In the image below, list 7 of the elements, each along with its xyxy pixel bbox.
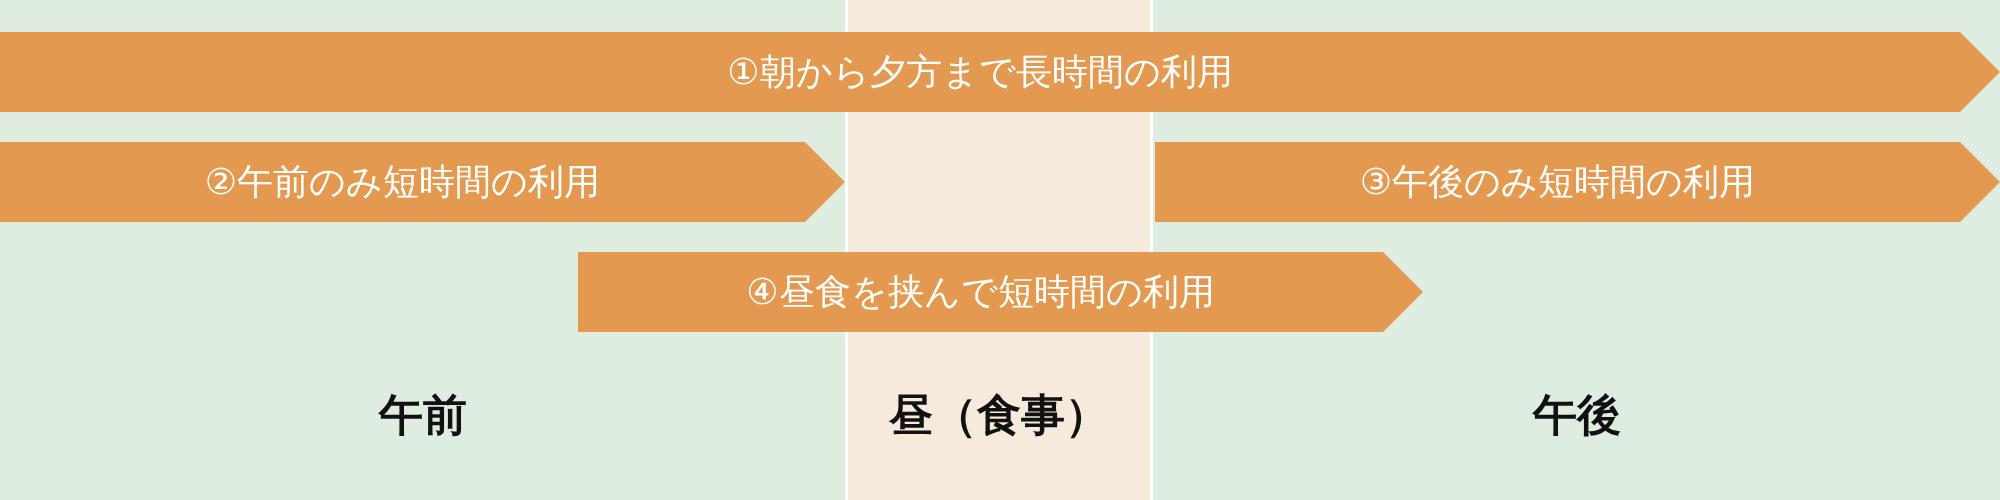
column-label: 昼（食事） xyxy=(889,388,1109,442)
column-label: 午後 xyxy=(1532,388,1621,442)
arrow-label: ④昼食を挟んで短時間の利用 xyxy=(746,271,1215,312)
arrow-label: ①朝から夕方まで長時間の利用 xyxy=(727,51,1233,92)
arrow-label: ②午前のみ短時間の利用 xyxy=(204,161,601,202)
column-label: 午前 xyxy=(378,388,467,442)
arrow-label: ③午後のみ短時間の利用 xyxy=(1359,161,1756,202)
